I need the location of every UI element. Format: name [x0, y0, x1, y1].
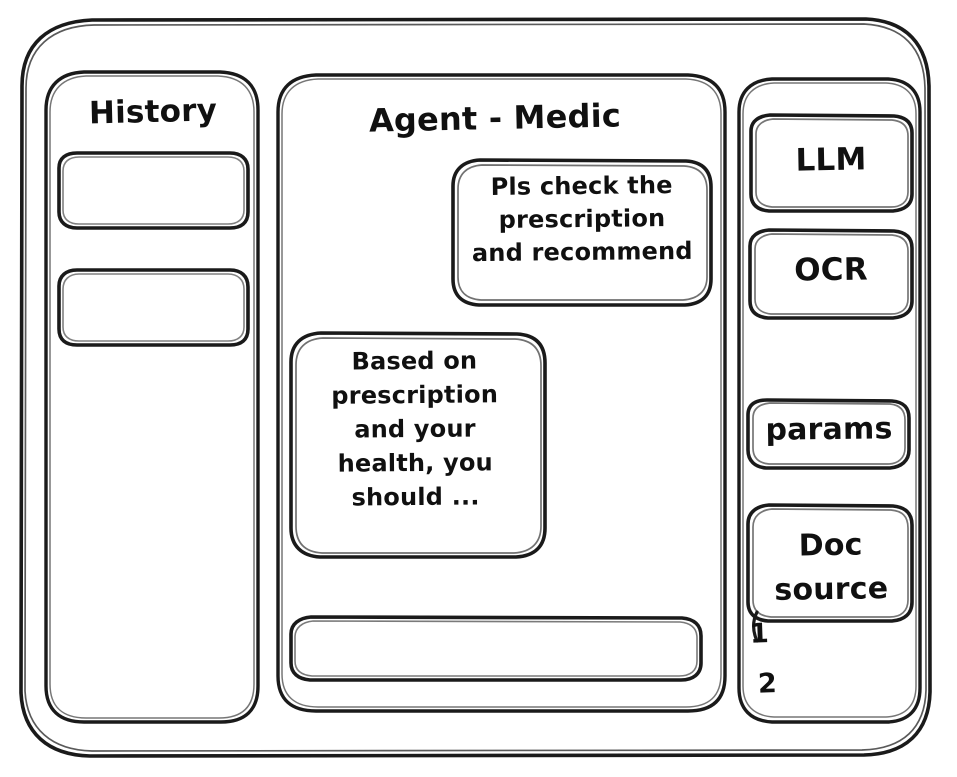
doc-source-item-1[interactable]: 1: [749, 618, 770, 650]
assistant-message-text: Based on prescription and your health, y…: [331, 346, 499, 512]
doc-source-label: Doc source: [774, 527, 889, 608]
history-item-1[interactable]: [59, 153, 248, 228]
message-composer-input[interactable]: [291, 617, 701, 680]
doc-source-item-2[interactable]: 2: [757, 668, 778, 700]
llm-button-label: LLM: [795, 141, 867, 179]
user-message-text: Pls check the prescription and recommend: [471, 171, 693, 268]
history-item-2[interactable]: [59, 270, 248, 345]
params-button-label: params: [765, 411, 893, 448]
history-panel-title: History: [88, 92, 218, 132]
ocr-button-label: OCR: [793, 251, 869, 289]
agent-panel-title: Agent - Medic: [368, 96, 622, 140]
